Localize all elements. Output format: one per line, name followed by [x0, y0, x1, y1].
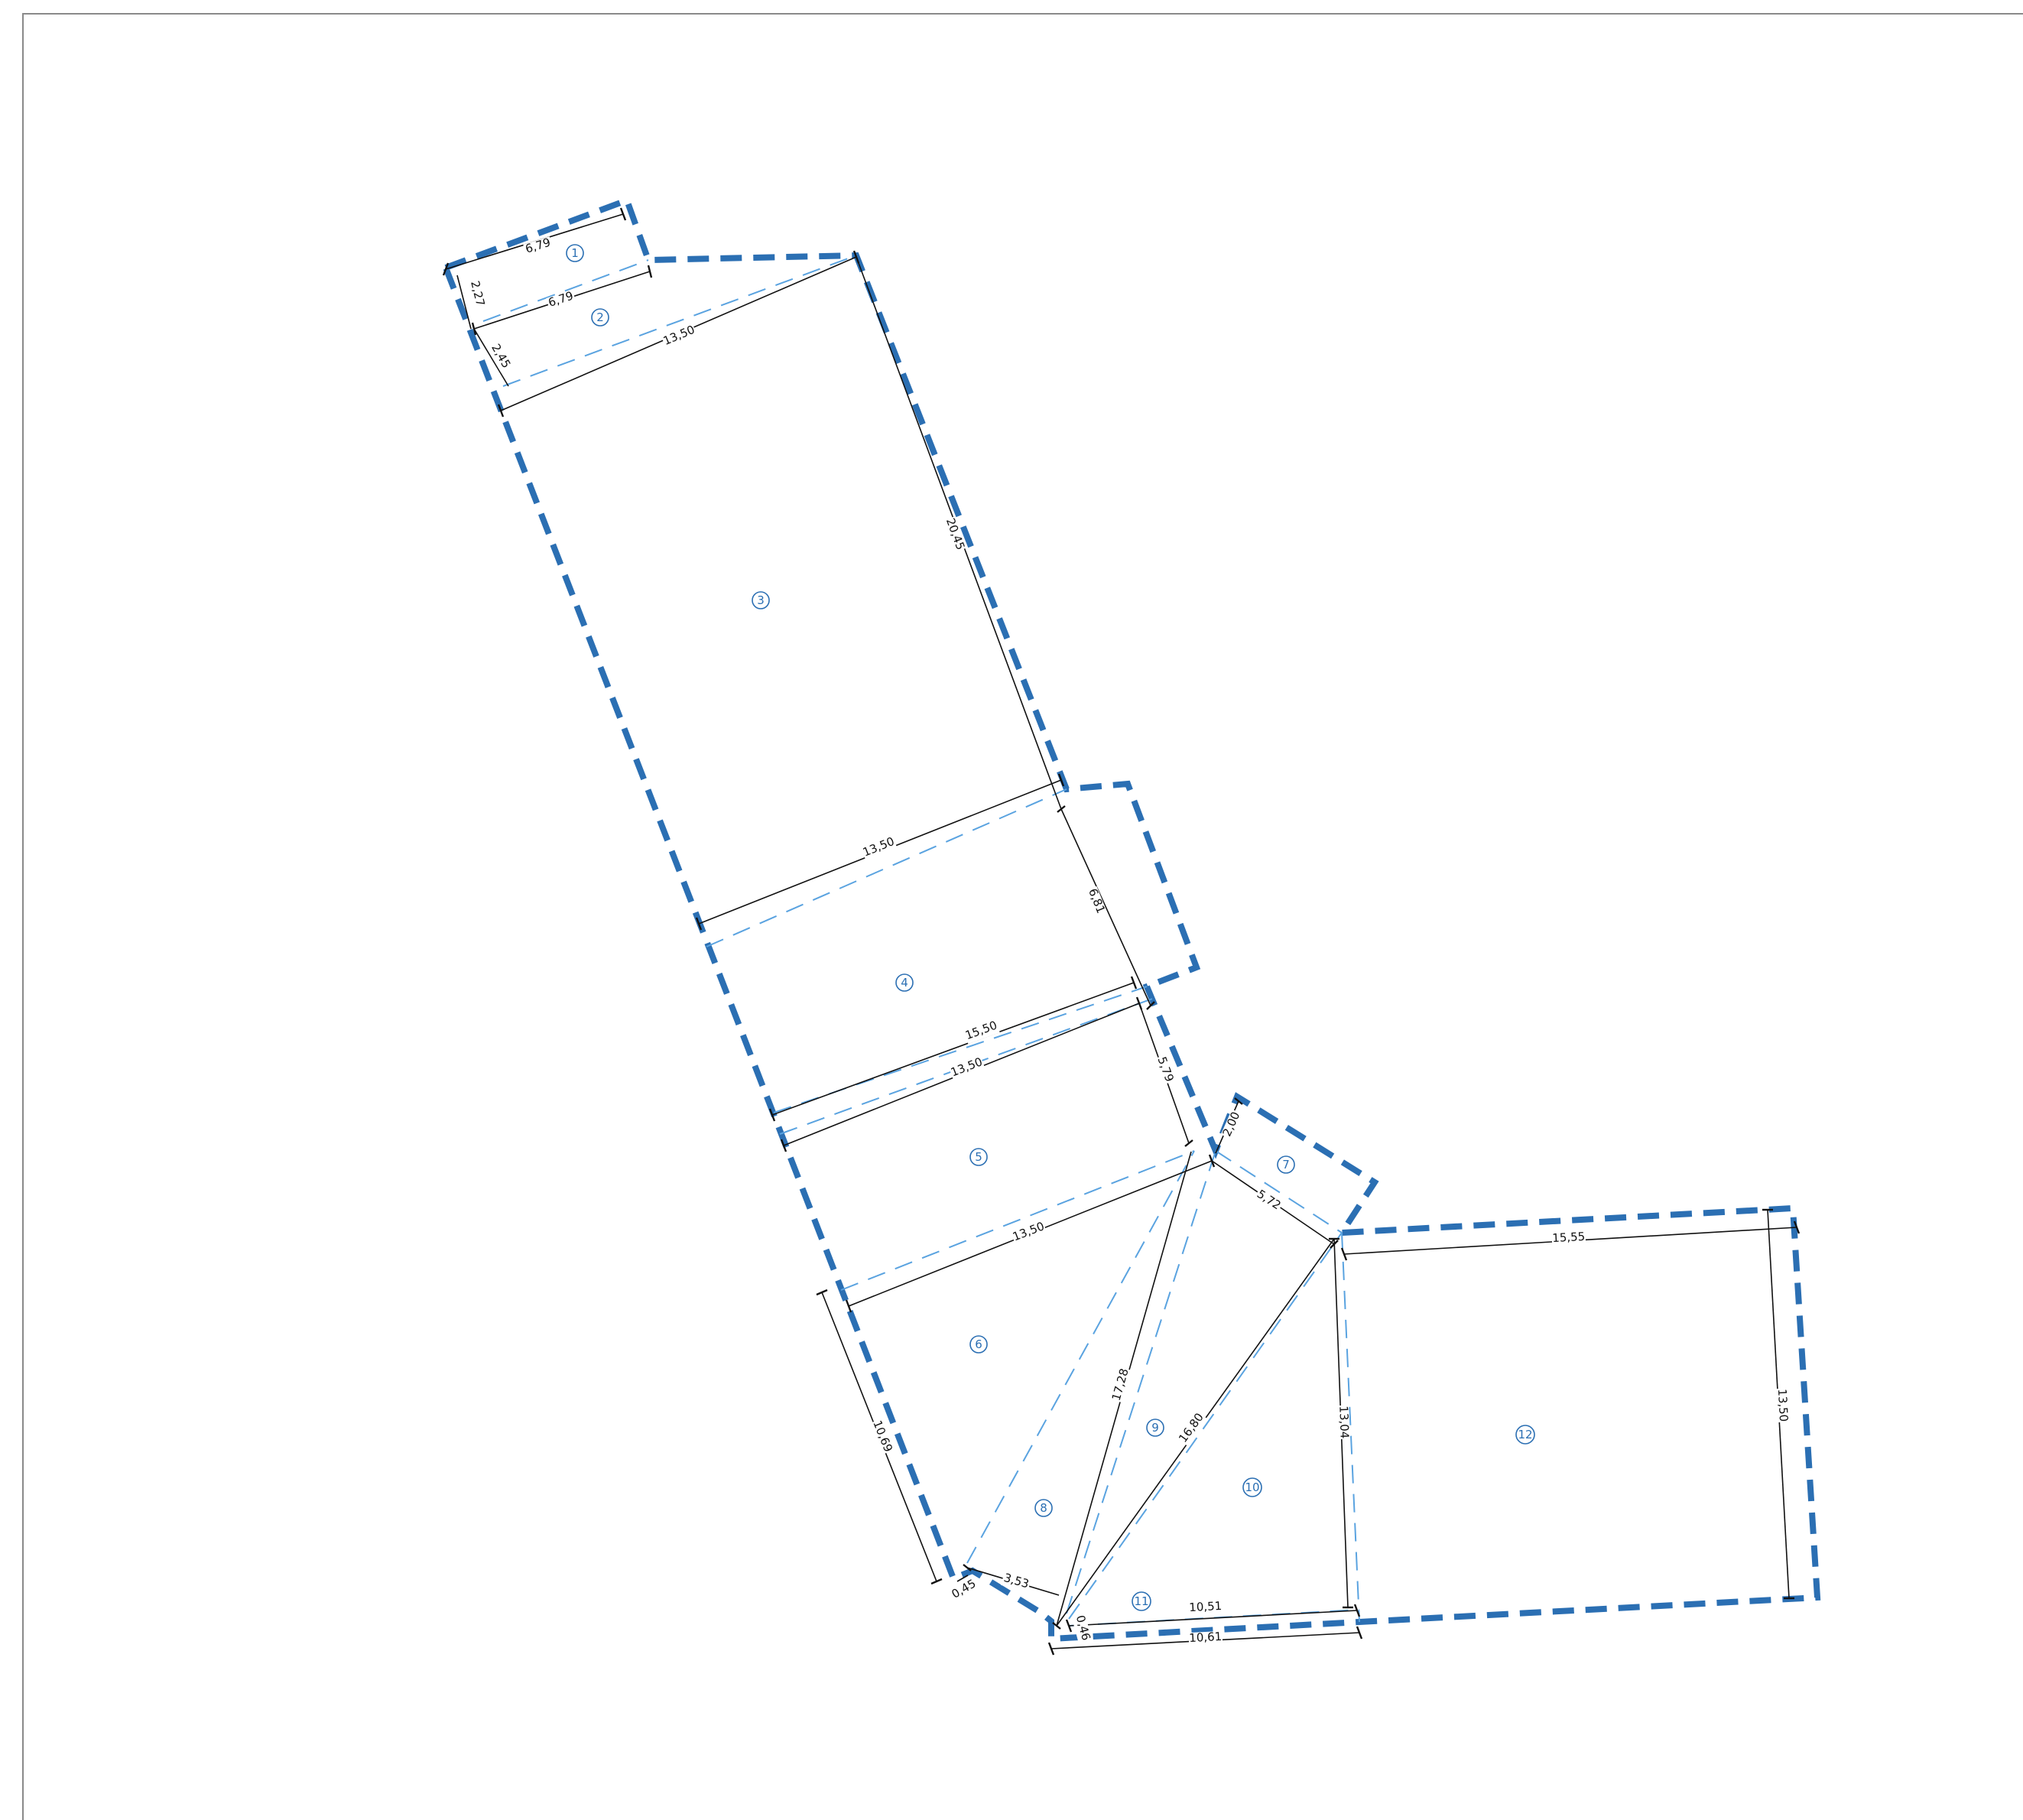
dimension-lines: [445, 213, 1797, 1649]
svg-text:13,04: 13,04: [1336, 1406, 1351, 1439]
dimension-label: 13,50: [1773, 1388, 1791, 1423]
svg-text:10,61: 10,61: [1189, 1630, 1223, 1645]
panel-marker-8: 8: [1034, 1499, 1053, 1517]
panel-marker-12: 12: [1515, 1425, 1535, 1445]
panel-marker-4: 4: [895, 973, 914, 992]
svg-text:5: 5: [975, 1150, 982, 1164]
dimension-label: 17,28: [1109, 1367, 1133, 1403]
dimension-label: 2,27: [466, 278, 488, 309]
panel-marker-1: 1: [566, 244, 584, 262]
dimension-label: 5,72: [1252, 1187, 1284, 1214]
svg-text:12: 12: [1518, 1428, 1532, 1441]
dimension-label: 5,79: [1153, 1054, 1177, 1085]
dimension-label: 6,79: [546, 289, 576, 312]
dimension-labels: 6,79 6,79 2,27 2,45 13,50 20,45 13,50 6: [466, 236, 1791, 1647]
svg-text:13,50: 13,50: [1775, 1389, 1791, 1422]
dimension-label: 6,81: [1083, 886, 1108, 917]
panel-marker-2: 2: [591, 308, 609, 327]
svg-text:2: 2: [596, 310, 604, 324]
dimension-label: 15,55: [1551, 1230, 1586, 1247]
svg-text:4: 4: [901, 976, 908, 990]
svg-text:8: 8: [1040, 1501, 1047, 1515]
dimension-label: 10,61: [1188, 1630, 1223, 1647]
dimension-label: 13,50: [661, 323, 698, 350]
seam-lines: [482, 255, 1360, 1627]
panel-marker-7: 7: [1277, 1155, 1295, 1174]
svg-text:9: 9: [1151, 1421, 1159, 1435]
panel-marker-6: 6: [969, 1335, 988, 1354]
dimension-label: 13,50: [861, 834, 898, 861]
svg-text:3,53: 3,53: [1002, 1571, 1031, 1591]
panel-marker-10: 10: [1242, 1477, 1262, 1497]
dimension-ticks: [442, 207, 1801, 1656]
panel-marker-5: 5: [969, 1148, 988, 1166]
panel-labels: 1 2 3 4 5 6 7 8: [566, 244, 1535, 1611]
svg-text:2,27: 2,27: [468, 279, 488, 307]
roof-outline: [441, 196, 1821, 1643]
svg-text:11: 11: [1134, 1594, 1148, 1608]
dimension-label: 13,50: [1011, 1219, 1047, 1246]
dimension-label: 13,04: [1335, 1405, 1352, 1440]
svg-text:7: 7: [1282, 1158, 1290, 1172]
drawing-frame: [22, 13, 2023, 1820]
panel-marker-11: 11: [1132, 1591, 1151, 1611]
dimension-label: 13,50: [949, 1055, 986, 1081]
svg-text:6: 6: [975, 1337, 982, 1351]
svg-text:10,51: 10,51: [1189, 1599, 1223, 1614]
svg-text:1: 1: [571, 246, 579, 260]
dimension-label: 2,00: [1219, 1109, 1245, 1140]
dimension-label: 10,51: [1188, 1599, 1223, 1617]
svg-text:15,55: 15,55: [1552, 1230, 1586, 1245]
dimension-label: 15,50: [963, 1018, 1000, 1045]
svg-text:3: 3: [757, 593, 765, 607]
panel-marker-3: 3: [752, 591, 770, 609]
panel-marker-9: 9: [1146, 1419, 1164, 1437]
svg-text:10: 10: [1245, 1480, 1259, 1494]
dimension-label: 0,45: [949, 1577, 980, 1604]
